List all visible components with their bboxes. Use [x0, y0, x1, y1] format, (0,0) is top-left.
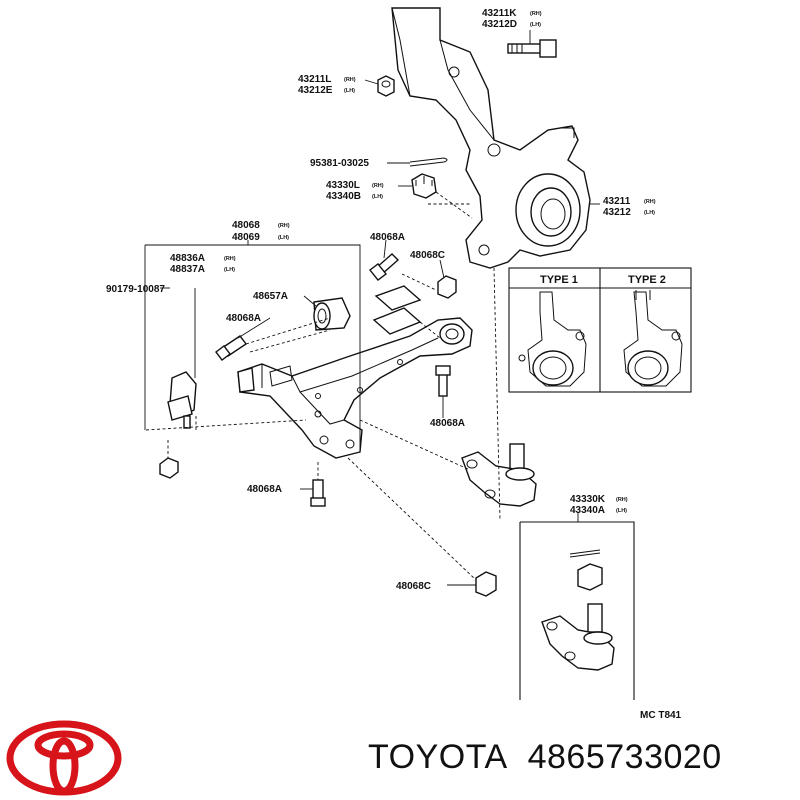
label-43340A-side: (LH) [616, 508, 627, 514]
ball-joint-inset [519, 521, 635, 700]
diagram-reference: MC T841 [640, 710, 682, 721]
label-48836A: 48836A [170, 253, 205, 264]
castle-nut-43330L [411, 173, 437, 199]
label-43212D: 43212D [482, 19, 517, 30]
part-labels: 43211K (RH) 43212D (LH) 43211L (RH) 4321… [106, 8, 682, 721]
label-43211L: 43211L [298, 74, 331, 85]
label-48657A: 48657A [253, 291, 288, 302]
label-43330K-side: (RH) [616, 497, 628, 503]
label-48068-side: (RH) [278, 223, 290, 229]
label-48068A-left: 48068A [226, 313, 261, 324]
nut-48068C-low [475, 571, 497, 597]
plate-lower [372, 307, 422, 335]
label-48068: 48068 [232, 220, 260, 231]
toyota-logo [6, 720, 122, 796]
product-caption: TOYOTA 4865733020 [368, 738, 722, 777]
label-43212: 43212 [603, 207, 631, 218]
bolt-43211K [507, 39, 557, 58]
nut-48068C-top [437, 275, 457, 299]
label-48068A-low: 48068A [247, 484, 282, 495]
label-43330K: 43330K [570, 494, 606, 505]
label-48068A-mid: 48068A [430, 418, 465, 429]
label-48837A: 48837A [170, 264, 205, 275]
label-43212E-side: (LH) [344, 88, 355, 94]
label-48836A-side: (RH) [224, 256, 236, 262]
type2-knuckle [623, 290, 683, 387]
bracket-48836A [167, 371, 197, 429]
label-43340B-side: (LH) [372, 194, 383, 200]
label-43211-side: (RH) [644, 199, 656, 205]
label-43211L-side: (RH) [344, 77, 356, 83]
label-43340A: 43340A [570, 505, 605, 516]
type1-label: TYPE 1 [540, 274, 578, 286]
label-43211K: 43211K [482, 8, 517, 19]
type-box-frame [508, 267, 692, 393]
label-43211: 43211 [603, 196, 631, 207]
ball-joint-main [461, 443, 537, 507]
label-48068A-top: 48068A [370, 232, 405, 243]
dashed-guides [145, 191, 501, 581]
caption-brand: TOYOTA [368, 738, 508, 776]
bolt-48068A-low [310, 479, 326, 507]
label-43340B: 43340B [326, 191, 361, 202]
label-48068C-top: 48068C [410, 250, 445, 261]
label-43212E: 43212E [298, 85, 333, 96]
label-95381: 95381-03025 [310, 158, 369, 169]
label-90179: 90179-10087 [106, 284, 165, 295]
nut-43211L [377, 75, 395, 97]
bolt-48068A-left [215, 335, 248, 361]
bushing-48657A [313, 297, 351, 331]
plate-upper [374, 285, 422, 311]
label-48069-side: (LH) [278, 235, 289, 241]
label-43212D-side: (LH) [530, 22, 541, 28]
caption-part-number: 4865733020 [527, 738, 722, 776]
label-43212-side: (LH) [644, 210, 655, 216]
leader-lines [144, 30, 600, 586]
label-43330L: 43330L [326, 180, 360, 191]
bolt-48068A-mid [435, 365, 451, 397]
label-48069: 48069 [232, 232, 260, 243]
bolt-48068A-top [369, 253, 400, 281]
lower-control-arm [237, 317, 473, 459]
label-48837A-side: (LH) [224, 267, 235, 273]
label-48068C-low: 48068C [396, 581, 431, 592]
steering-knuckle [391, 7, 591, 269]
nut-90179 [159, 457, 179, 479]
label-43330L-side: (RH) [372, 183, 384, 189]
label-43211K-side: (RH) [530, 11, 542, 17]
cotter-pin [409, 157, 448, 167]
type1-knuckle [518, 291, 587, 387]
type2-label: TYPE 2 [628, 274, 666, 286]
